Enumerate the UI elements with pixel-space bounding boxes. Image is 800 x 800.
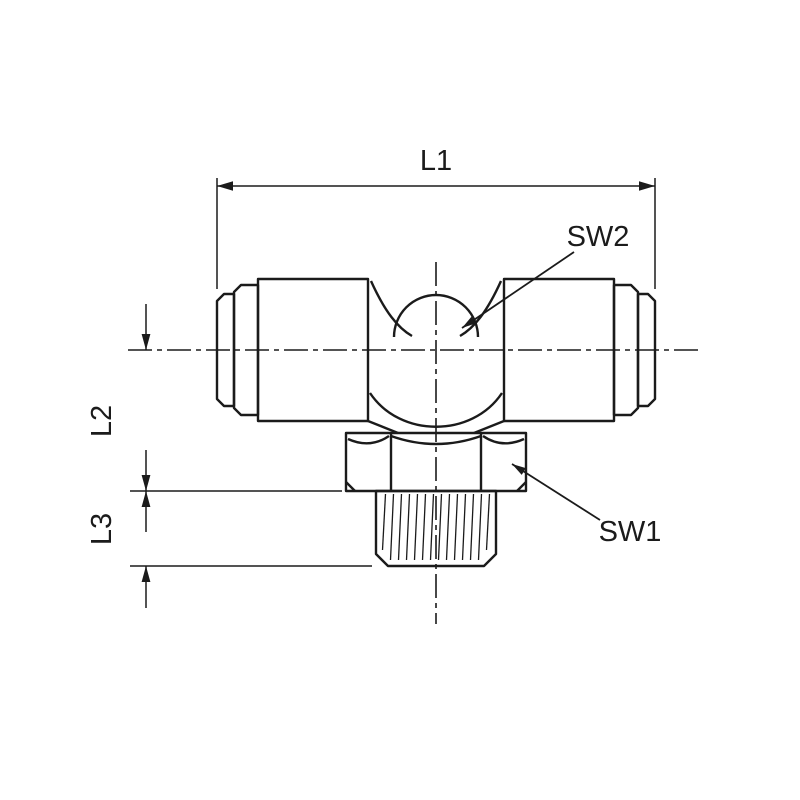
hex-chamfer-arc-left (347, 434, 390, 445)
hex-chamfer-arc-right (482, 434, 525, 445)
center-funnel-right-edge (459, 280, 503, 338)
dimension-label-l1: L1 (420, 145, 452, 177)
dimension-label-l2: L2 (86, 405, 118, 437)
center-funnel-left-edge (369, 280, 413, 338)
callout-label-sw1: SW1 (599, 516, 662, 548)
sw2-leader-arrowhead (462, 316, 476, 328)
right-release-cap (636, 292, 657, 408)
dimension-l1: L1 (216, 145, 656, 289)
hex-bottom-chamfer-right (516, 481, 527, 492)
l1-arrowhead-left (217, 181, 233, 191)
sw1-leader-line (511, 463, 601, 521)
l1-arrowhead-right (639, 181, 655, 191)
thread-stud-outline (374, 489, 498, 568)
center-saddle-arc (369, 392, 503, 428)
dimension-l3: L3 (86, 450, 372, 608)
right-release-ring (612, 283, 640, 417)
sw2-leader-line (461, 251, 575, 329)
callout-label-sw2: SW2 (567, 221, 630, 253)
dimension-l2: L2 (86, 304, 342, 532)
sw1-leader-arrowhead (512, 464, 526, 475)
l3-arrowhead-bottom (141, 566, 151, 582)
hex-chamfer-arc-center (390, 434, 482, 446)
neck-right-slant (473, 419, 505, 435)
callout-sw2: SW2 (461, 221, 630, 329)
hex-bottom-chamfer-left (345, 481, 356, 492)
left-sleeve (256, 277, 370, 423)
fitting-body (215, 277, 657, 568)
thread-hatching (381, 493, 491, 561)
l3-arrowhead-top (141, 475, 151, 491)
l2-arrowhead-bottom (141, 491, 151, 507)
neck-left-slant (367, 419, 399, 435)
centerlines (128, 262, 700, 624)
dimension-label-l3: L3 (86, 513, 118, 545)
callout-sw1: SW1 (511, 463, 662, 548)
l2-arrowhead-top (141, 334, 151, 350)
